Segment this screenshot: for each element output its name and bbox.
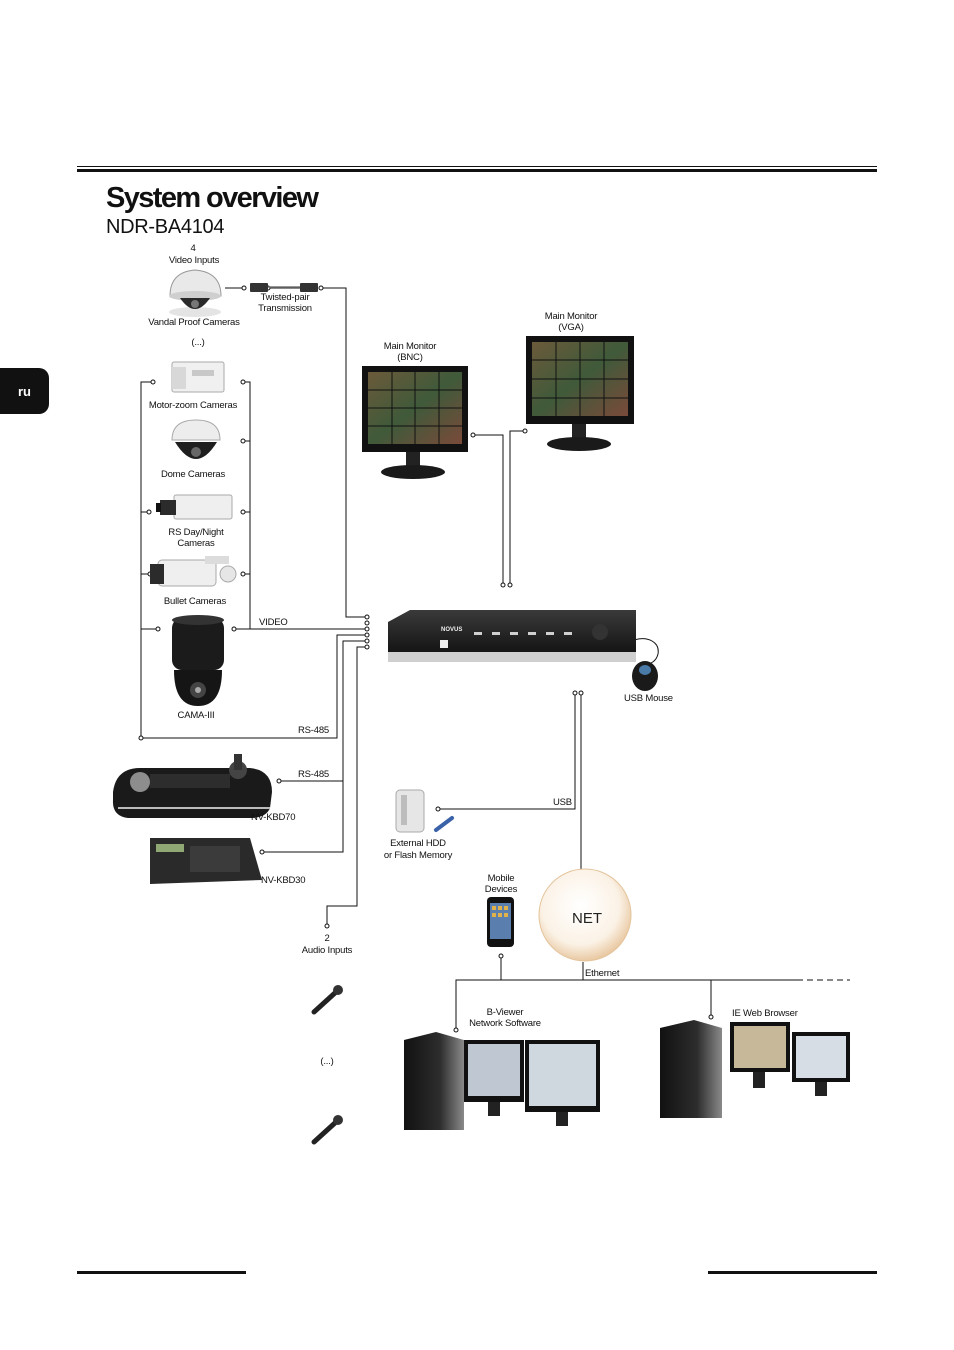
vandal-camera-icon xyxy=(169,269,222,317)
bviewer-label-1: B-Viewer xyxy=(486,1007,524,1018)
kbd70-label: NV-KBD70 xyxy=(251,812,296,823)
monitor-bnc-label-2: (BNC) xyxy=(397,352,423,363)
footer-rule-left xyxy=(77,1271,246,1274)
twisted-pair-icon xyxy=(250,283,318,292)
ellipsis-audio: (...) xyxy=(320,1056,334,1067)
usb-label: USB xyxy=(553,797,572,808)
top-rule-thin xyxy=(77,166,877,167)
kbd30-label: NV-KBD30 xyxy=(261,875,306,886)
net-bubble-icon: NET xyxy=(538,868,632,962)
rs-daynight-label-2: Cameras xyxy=(177,538,215,549)
language-tab-label: ru xyxy=(18,383,31,399)
video-inputs-label: Video Inputs xyxy=(168,255,220,266)
page-title: System overview xyxy=(106,182,319,214)
net-label: NET xyxy=(572,910,602,927)
monitor-vga-label-2: (VGA) xyxy=(558,322,584,333)
rs-daynight-label-1: RS Day/Night xyxy=(168,527,224,538)
dvr-brand: NOVUS xyxy=(441,627,462,633)
monitor-vga-label-1: Main Monitor xyxy=(544,311,598,322)
hdd-label-2: or Flash Memory xyxy=(383,850,453,861)
dvr-recorder-icon: NOVUS xyxy=(388,610,636,662)
dome-camera-icon xyxy=(171,419,221,459)
connection-lines xyxy=(140,287,797,1030)
ie-browser-label: IE Web Browser xyxy=(732,1008,798,1019)
usb-mouse-icon xyxy=(632,661,658,691)
bviewer-label-2: Network Software xyxy=(469,1018,541,1029)
vandal-camera-label: Vandal Proof Cameras xyxy=(148,317,240,328)
hdd-label-1: External HDD xyxy=(390,838,446,849)
video-inputs-count: 4 xyxy=(190,243,196,254)
microphone-icon-1 xyxy=(311,985,343,1015)
monitor-bnc-icon xyxy=(362,366,468,479)
cama-label: CAMA-III xyxy=(177,710,215,721)
mobile-label-1: Mobile xyxy=(487,873,515,884)
rs485-label-a: RS-485 xyxy=(298,725,330,736)
bullet-camera-icon xyxy=(150,556,237,587)
model-subtitle: NDR-BA4104 xyxy=(106,216,225,238)
motor-zoom-label: Motor-zoom Cameras xyxy=(148,400,238,411)
monitor-vga-icon xyxy=(526,336,634,451)
kbd70-keyboard-icon xyxy=(112,754,272,818)
rs-daynight-camera-icon xyxy=(156,494,233,520)
language-tab[interactable]: ru xyxy=(0,368,49,414)
microphone-icon-2 xyxy=(311,1115,343,1145)
twisted-pair-label-2: Transmission xyxy=(258,303,312,314)
external-hdd-icon xyxy=(395,789,454,833)
audio-inputs-label: Audio Inputs xyxy=(301,945,353,956)
dome-camera-label: Dome Cameras xyxy=(160,469,226,480)
mobile-label-2: Devices xyxy=(484,884,518,892)
kbd30-keyboard-icon xyxy=(150,838,262,884)
bullet-camera-label: Bullet Cameras xyxy=(163,596,227,607)
twisted-pair-label-1: Twisted-pair xyxy=(260,292,310,303)
cama-ptz-camera-icon xyxy=(172,615,224,706)
ie-workstation-icon xyxy=(660,1020,850,1118)
bviewer-workstation-icon xyxy=(404,1032,600,1130)
monitor-bnc-label-1: Main Monitor xyxy=(383,341,437,352)
ethernet-label: Ethernet xyxy=(585,968,620,979)
usb-mouse-label: USB Mouse xyxy=(624,693,673,704)
ellipsis-top: (...) xyxy=(191,337,205,348)
mobile-device-icon xyxy=(487,897,514,947)
audio-inputs-count: 2 xyxy=(324,933,330,944)
motor-zoom-camera-icon xyxy=(171,361,225,393)
rs485-label-b: RS-485 xyxy=(298,769,330,780)
video-label: VIDEO xyxy=(259,617,288,628)
top-rule-thick xyxy=(77,169,877,172)
footer-rule-right xyxy=(708,1271,877,1274)
